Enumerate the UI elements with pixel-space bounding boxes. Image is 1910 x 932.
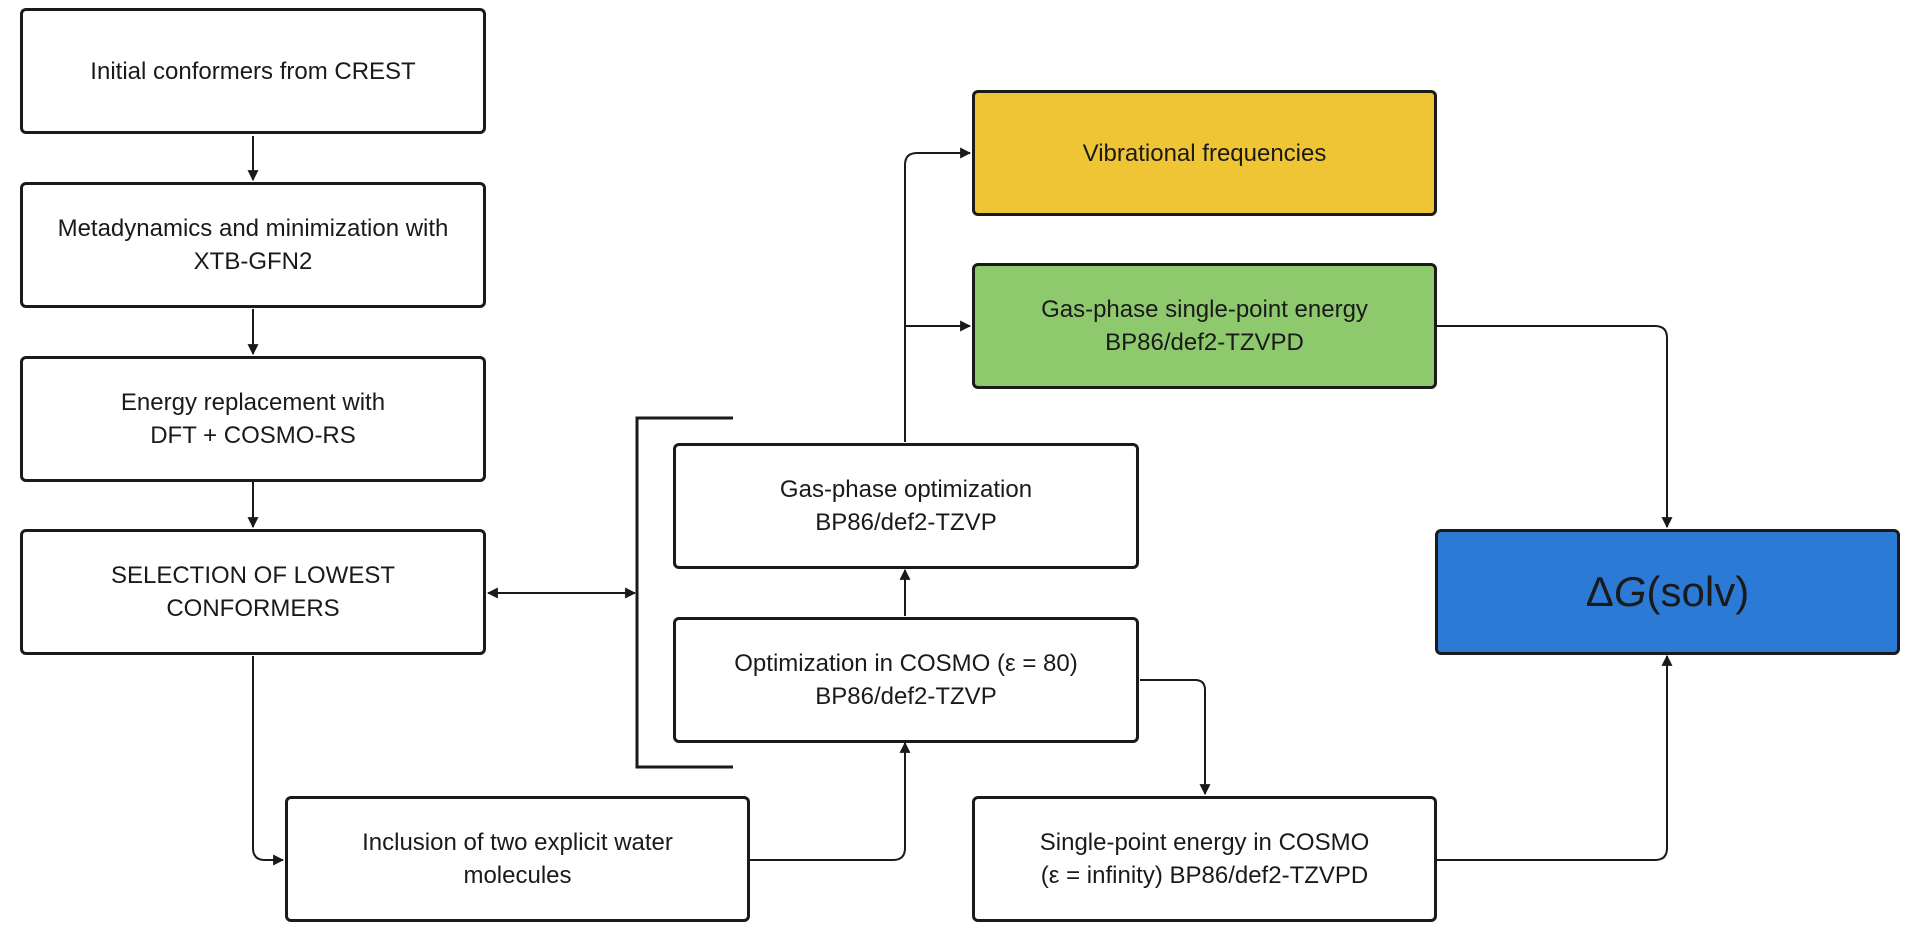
initial-conformers-box: Initial conformers from CREST xyxy=(20,8,486,134)
solv-label: (solv) xyxy=(1646,568,1750,615)
gas-single-point-line1: Gas-phase single-point energy xyxy=(1041,296,1368,323)
selection-line1: SELECTION OF LOWEST xyxy=(110,562,396,589)
cosmo-single-point-line1: Single-point energy in COSMO xyxy=(1039,829,1370,856)
metadynamics-line1: Metadynamics and minimization with xyxy=(57,215,449,242)
metadynamics-box: Metadynamics and minimization with XTB-G… xyxy=(20,182,486,308)
arrow-gas-optimization-to-vibrational xyxy=(904,147,972,442)
water-inclusion-line2: molecules xyxy=(463,862,572,889)
water-inclusion-line1: Inclusion of two explicit water xyxy=(362,829,673,856)
gas-phase-optimization-box: Gas-phase optimization BP86/def2-TZVP xyxy=(673,443,1139,569)
water-inclusion-box: Inclusion of two explicit water molecule… xyxy=(285,796,750,922)
energy-replacement-line1: Energy replacement with xyxy=(120,389,386,416)
bracket xyxy=(635,416,733,769)
initial-conformers-label: Initial conformers from CREST xyxy=(90,57,416,85)
delta-g-solv-label: ΔG(solv) xyxy=(1586,568,1749,616)
vibrational-frequencies-label: Vibrational frequencies xyxy=(1082,139,1327,167)
gas-single-point-box: Gas-phase single-point energy BP86/def2-… xyxy=(972,263,1437,389)
energy-replacement-box: Energy replacement with DFT + COSMO-RS xyxy=(20,356,486,482)
selection-line2: CONFORMERS xyxy=(166,595,340,622)
arrow-water-to-cosmo-optimization xyxy=(750,741,911,861)
cosmo-optimization-line1: Optimization in COSMO (ε = 80) xyxy=(734,650,1078,677)
delta-symbol: Δ xyxy=(1585,568,1614,615)
g-symbol: G xyxy=(1613,568,1647,615)
delta-g-solv-box: ΔG(solv) xyxy=(1435,529,1900,655)
selection-box: SELECTION OF LOWEST CONFORMERS xyxy=(20,529,486,655)
vibrational-frequencies-box: Vibrational frequencies xyxy=(972,90,1437,216)
arrow-cosmo-single-point-to-delta-g xyxy=(1437,654,1673,861)
cosmo-optimization-box: Optimization in COSMO (ε = 80) BP86/def2… xyxy=(673,617,1139,743)
energy-replacement-line2: DFT + COSMO-RS xyxy=(150,422,356,449)
gas-phase-optimization-line1: Gas-phase optimization xyxy=(779,476,1033,503)
gas-single-point-line2: BP86/def2-TZVPD xyxy=(1105,329,1304,356)
gas-phase-optimization-line2: BP86/def2-TZVP xyxy=(815,509,997,536)
cosmo-optimization-line2: BP86/def2-TZVP xyxy=(815,683,997,710)
cosmo-single-point-box: Single-point energy in COSMO (ε = infini… xyxy=(972,796,1437,922)
metadynamics-line2: XTB-GFN2 xyxy=(193,248,313,275)
arrow-gas-single-point-to-delta-g xyxy=(1437,325,1673,529)
arrow-selection-to-water xyxy=(252,656,285,866)
arrow-cosmo-to-single-point-cosmo xyxy=(1140,679,1211,796)
cosmo-single-point-line2: (ε = infinity) BP86/def2-TZVPD xyxy=(1040,862,1369,889)
